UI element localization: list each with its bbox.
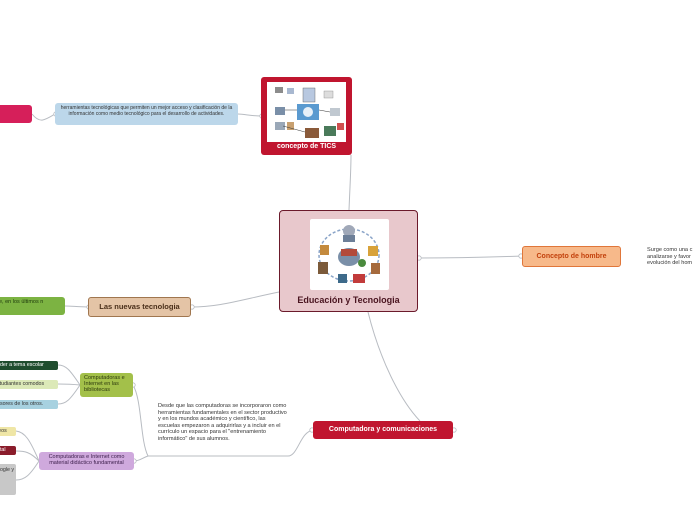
bibliotecas-leaf[interactable]: esores de los otros. xyxy=(0,400,58,409)
material-didactico-node[interactable]: Computadoras e Internet como material di… xyxy=(39,452,134,470)
link-mat-l4 xyxy=(15,430,40,462)
link-mat-l6 xyxy=(15,460,40,481)
link-mat-l5 xyxy=(15,450,40,462)
material-leaf[interactable]: ntal xyxy=(0,446,16,455)
offscreen-pink-node[interactable] xyxy=(0,105,32,123)
nuevas-tecnologia-subnode[interactable]: e, en los últimos n xyxy=(0,297,65,315)
material-leaf[interactable]: oogle y xyxy=(0,464,16,495)
link-bib-l2 xyxy=(57,383,81,386)
nuevas-tecnologia-node[interactable]: Las nuevas tecnologia xyxy=(88,297,191,317)
link-nuevas-green xyxy=(64,305,89,308)
link-tics-note xyxy=(237,113,262,117)
link-bib-l3 xyxy=(57,384,81,405)
tics-definition-note[interactable]: herramientas tecnológicas que permiten u… xyxy=(55,103,238,125)
central-topic-label: Educación y Tecnologia xyxy=(297,295,400,305)
bibliotecas-leaf[interactable]: studiantes comodos xyxy=(0,380,58,389)
link-note-pink xyxy=(31,113,56,121)
bibliotecas-leaf[interactable]: eder a tema escolar xyxy=(0,361,58,370)
link-central-nuevas xyxy=(190,291,280,308)
computadora-history-note: Desde que las computadoras se incorporar… xyxy=(158,403,287,442)
tics-concept-node[interactable]: concepto de TICS xyxy=(261,77,352,155)
education-technology-illustration xyxy=(310,219,389,290)
computadora-comunicaciones-node[interactable]: Computadora y comunicaciones xyxy=(313,421,453,439)
concepto-hombre-node[interactable]: Concepto de hombre xyxy=(522,246,621,267)
link-central-tics xyxy=(348,154,352,211)
tics-illustration xyxy=(267,82,346,142)
tics-concept-label: concepto de TICS xyxy=(276,143,337,150)
concepto-hombre-note: Surge como una c analizarse y favor evol… xyxy=(647,247,693,267)
material-leaf[interactable]: leos xyxy=(0,427,16,436)
link-central-hombre xyxy=(417,255,523,259)
link-central-compu xyxy=(367,311,421,422)
link-note-bib xyxy=(132,384,149,457)
link-compu-note xyxy=(148,429,314,457)
link-bib-l1 xyxy=(57,364,81,386)
bibliotecas-node[interactable]: Computadoras e Internet en las bibliotec… xyxy=(80,373,133,397)
central-topic-node[interactable]: Educación y Tecnologia xyxy=(279,210,418,312)
